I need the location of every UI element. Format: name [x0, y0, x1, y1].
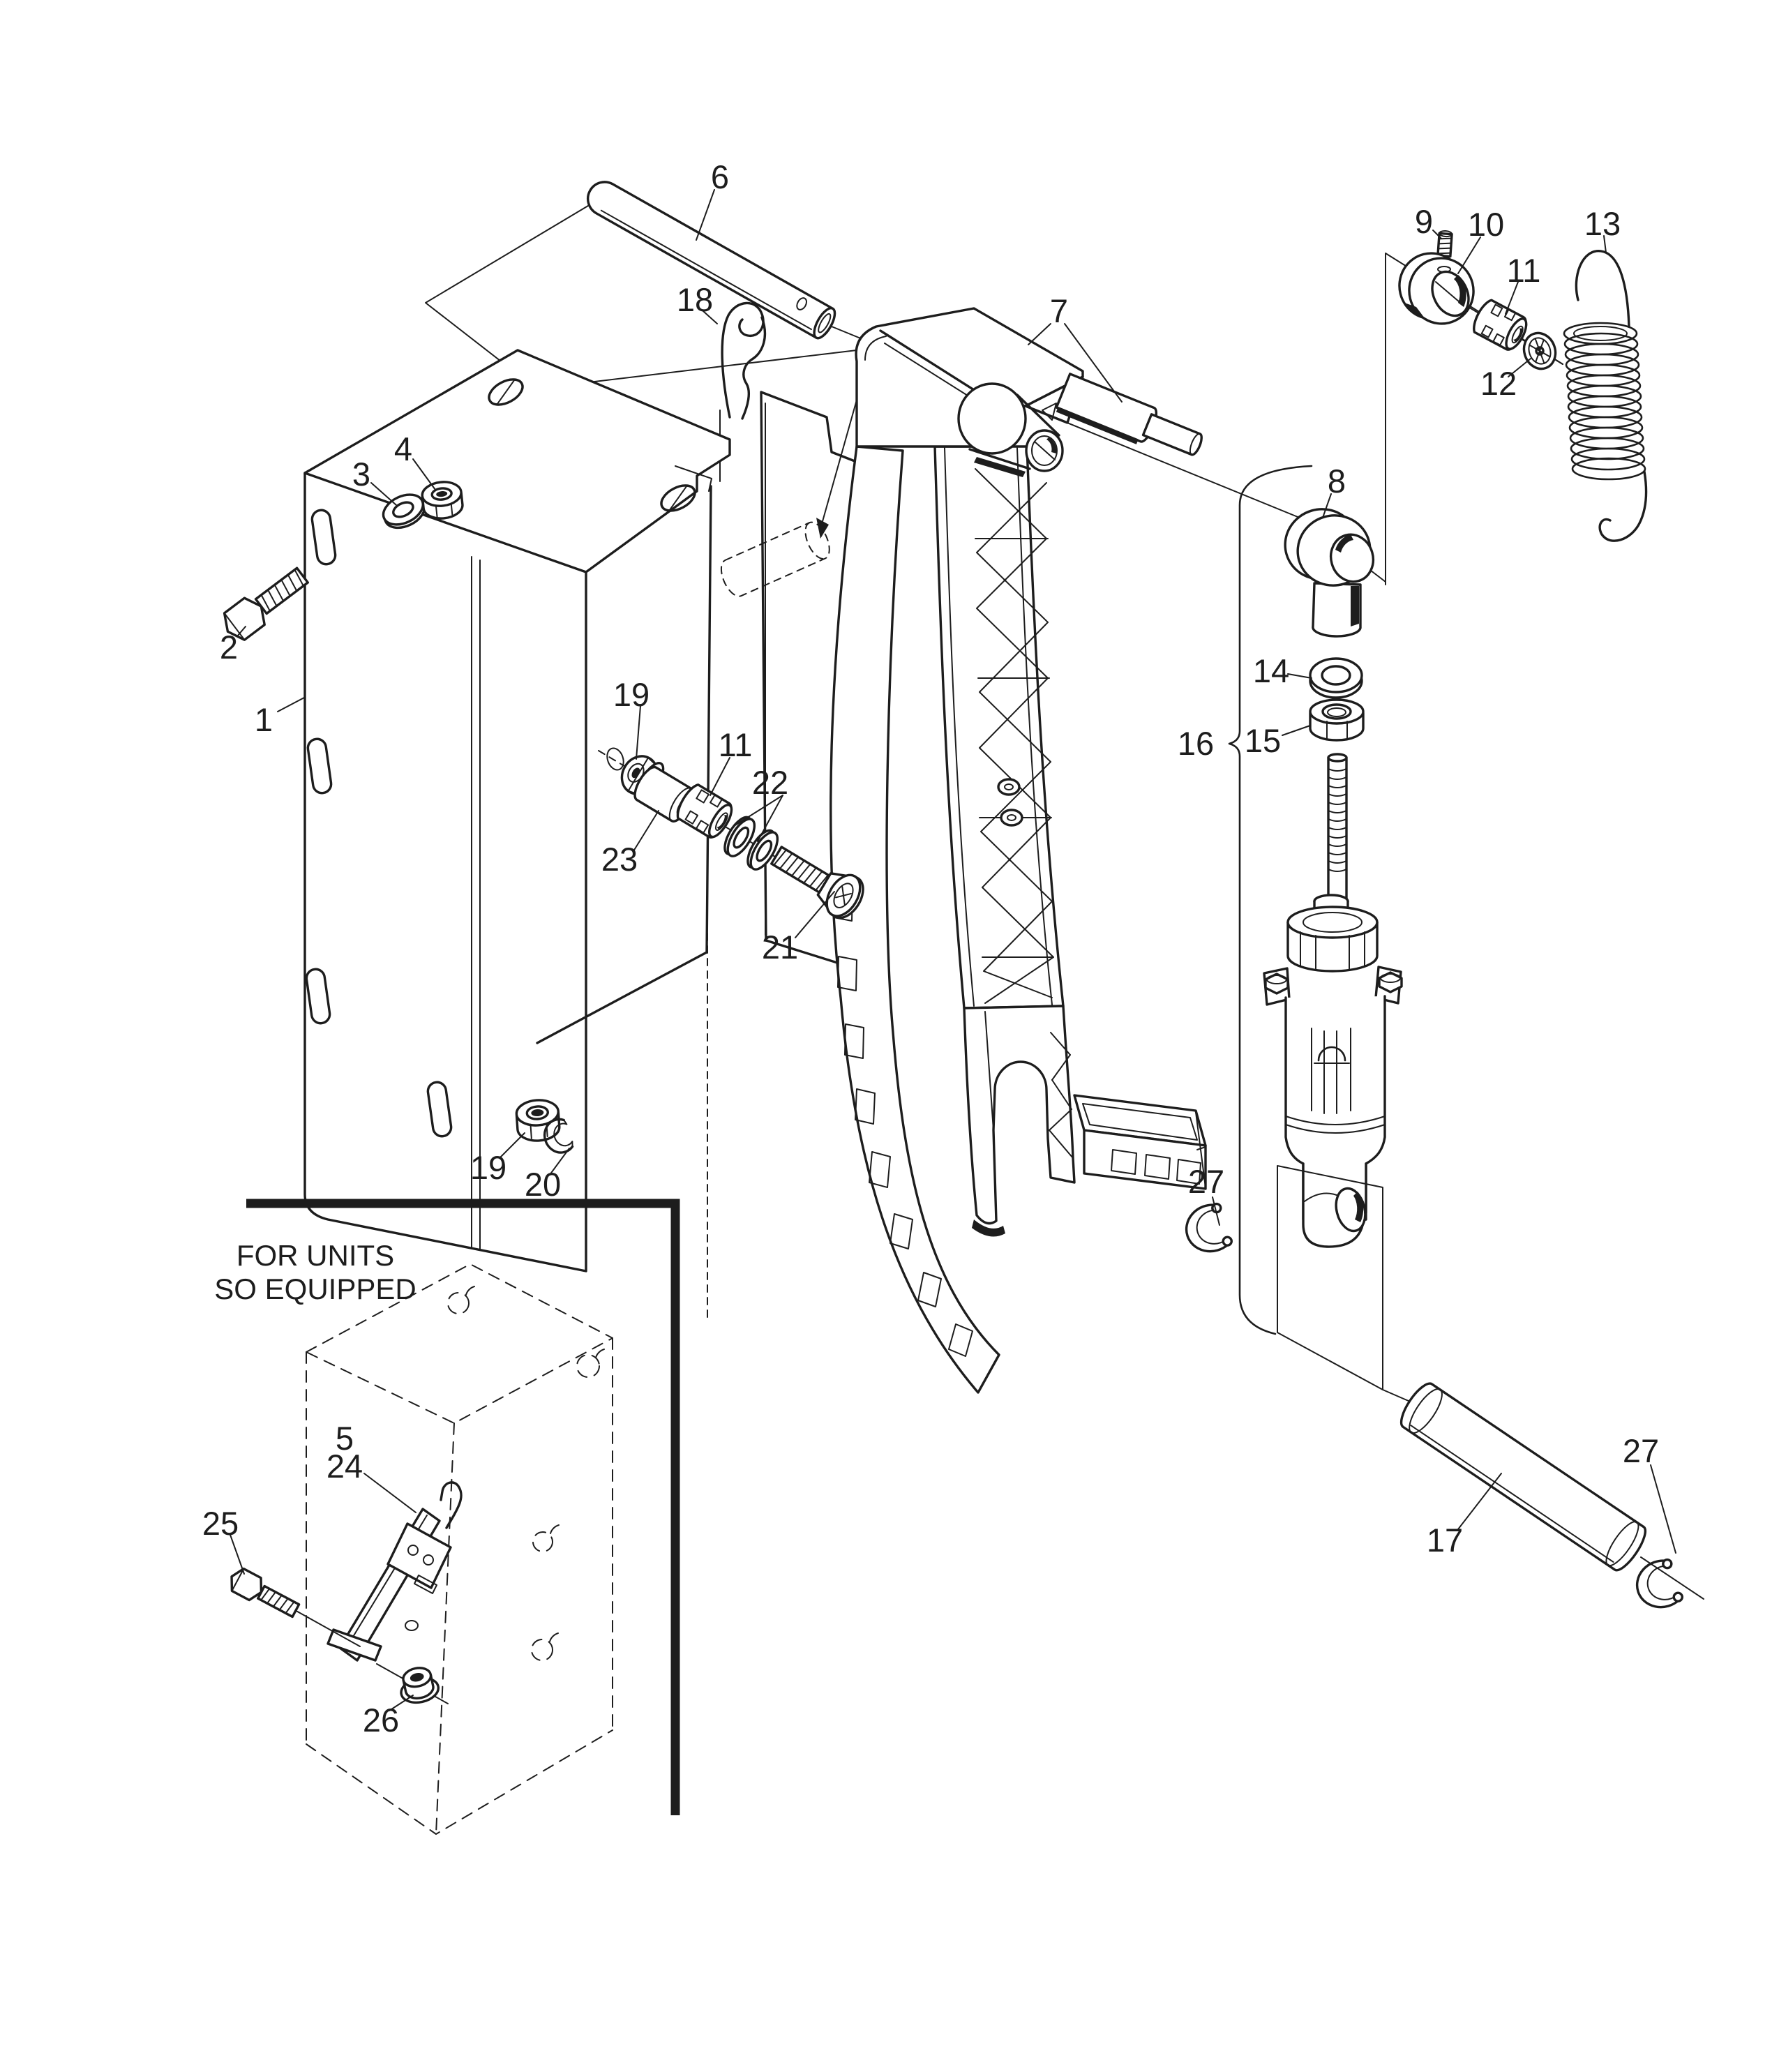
- hairpin-cotter-pin: [721, 301, 767, 420]
- lock-collar-10: [1398, 252, 1475, 325]
- split-bushing-11a: [1473, 299, 1528, 351]
- bracket-slot: [310, 509, 337, 566]
- callout-8: 8: [1328, 463, 1346, 500]
- callout-20: 20: [525, 1166, 561, 1203]
- bracket-slot: [306, 737, 333, 795]
- retaining-ring-27a: [1185, 1202, 1233, 1253]
- callout-13: 13: [1584, 205, 1621, 242]
- bracket-hole: [660, 484, 696, 512]
- band-windows: [833, 886, 973, 1357]
- switch-nut-26: [400, 1667, 440, 1704]
- mounting-bracket: [303, 349, 872, 1273]
- hook-lattice: [1049, 1032, 1074, 1159]
- callout-12: 12: [1480, 365, 1517, 402]
- callout-labels: 1 2 3 4 5 24 6 7 8 9 10 11 11 12 13 14 1…: [202, 158, 1659, 1739]
- callout-1: 1: [255, 701, 273, 738]
- callout-23: 23: [601, 841, 638, 878]
- callout-25: 25: [202, 1505, 239, 1542]
- inset-box: FOR UNITS SO EQUIPPED: [214, 1199, 680, 1835]
- rod-end-8: [1284, 508, 1375, 638]
- retaining-ring-27b: [1635, 1558, 1683, 1609]
- callout-14: 14: [1253, 652, 1289, 689]
- switch-assembly: [287, 1481, 463, 1704]
- alignment-panel: [1277, 1165, 1383, 1390]
- callout-22: 22: [752, 764, 788, 801]
- callout-27b: 27: [1623, 1432, 1659, 1469]
- callout-17: 17: [1427, 1522, 1463, 1559]
- truss-lattice: [975, 468, 1054, 1004]
- washer-22b: [746, 829, 779, 871]
- callout-16: 16: [1178, 725, 1214, 762]
- clevis-pin-17: [1399, 1382, 1647, 1572]
- collar-group: [1398, 230, 1563, 370]
- callout-26: 26: [363, 1702, 399, 1739]
- pedal-shaft: [1055, 373, 1203, 456]
- callout-27a: 27: [1188, 1163, 1224, 1200]
- callout-18: 18: [677, 281, 713, 318]
- leader-lines: [230, 189, 1676, 1711]
- actuator-rod: [1327, 753, 1348, 901]
- callout-2: 2: [220, 629, 238, 666]
- lock-washer-20: [543, 1118, 574, 1154]
- callout-10: 10: [1468, 206, 1504, 243]
- bracket-slot: [305, 968, 331, 1025]
- pivot-rod: [587, 181, 836, 340]
- set-screw-9: [1436, 230, 1453, 258]
- callout-19a: 19: [613, 676, 650, 713]
- foot-pad: [1073, 1094, 1207, 1190]
- flat-washer-14: [1309, 657, 1363, 699]
- ghost-bracket: [306, 1263, 613, 1835]
- switch-bolt-25: [230, 1567, 301, 1619]
- inset-note-line1: FOR UNITS: [237, 1239, 394, 1272]
- callout-11b: 11: [719, 726, 753, 763]
- hex-nut-15: [1309, 698, 1365, 742]
- callout-21: 21: [762, 929, 798, 966]
- pedal-arm: [830, 307, 1207, 1394]
- bracket-hole: [488, 378, 524, 406]
- callout-7: 7: [1050, 292, 1068, 329]
- callout-19b: 19: [470, 1149, 506, 1186]
- callout-24: 24: [326, 1448, 363, 1485]
- callout-6: 6: [711, 158, 729, 195]
- callout-4: 4: [394, 430, 412, 467]
- callout-5: 5: [336, 1420, 354, 1457]
- callout-15: 15: [1245, 722, 1281, 759]
- washer-22a: [723, 816, 756, 857]
- group-brace-16: [1228, 465, 1313, 1335]
- pedal-boss: [997, 778, 1023, 827]
- pivot-hub: [957, 382, 1064, 477]
- bolt-21: [770, 846, 864, 919]
- inset-note-line2: SO EQUIPPED: [214, 1273, 416, 1305]
- electric-actuator: [1263, 894, 1403, 1248]
- split-bushing-11b: [676, 783, 733, 839]
- callout-3: 3: [352, 456, 370, 493]
- push-nut-12: [1522, 331, 1557, 370]
- callout-11a: 11: [1507, 252, 1541, 289]
- hex-bolt-2: [223, 566, 309, 641]
- hex-nut-4: [421, 481, 464, 520]
- pivot-fastener-stack: [598, 747, 864, 919]
- bracket-slot: [426, 1081, 453, 1138]
- callout-9: 9: [1415, 203, 1433, 240]
- extension-spring-13: [1563, 250, 1648, 542]
- flange-locknut-19b: [515, 1099, 561, 1142]
